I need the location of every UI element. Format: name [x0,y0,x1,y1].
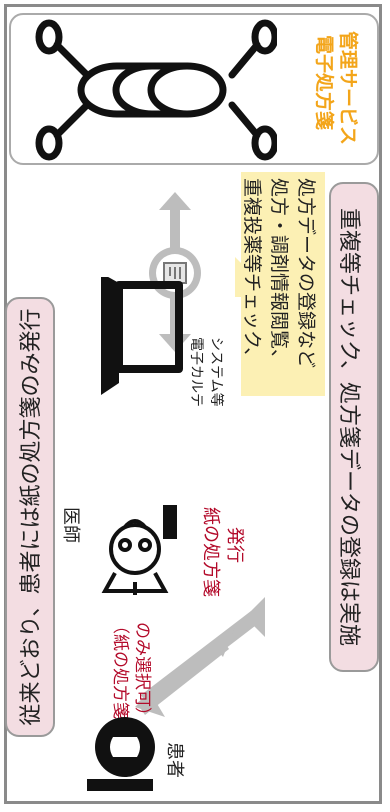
callout-paper-only: 従来どおり、患者には紙の処方箋のみ発行 [5,297,55,737]
service-title-line2: 管理サービス [337,31,359,146]
patient-icon [87,717,155,791]
ehr-label-line1: 電子カルテ [188,337,204,407]
callout-functions-line2: 処方・調剤情報閲覧、 [268,178,290,369]
callout-functions-line3: 処方データの登録など [295,178,317,369]
callout-check-executed-text: 重複等チェック、処方箋データの登録は実施 [336,207,361,647]
laptop-icon [101,277,183,395]
callout-functions-line1: 重複投薬等チェック、 [241,178,263,367]
callout-check-executed: 重複等チェック、処方箋データの登録は実施 [329,182,379,672]
ehr-label-line2: システム等 [208,337,224,407]
service-box: 電子処方箋 管理サービス [9,13,379,165]
paper-issue-line2: 発行 [224,527,245,563]
callout-paper-only-text: 従来どおり、患者には紙の処方箋のみ発行 [19,308,44,726]
diagonal-arrows [135,597,265,717]
paper-issue-line1: 紙の処方箋 [200,507,221,597]
diagram-canvas: 従来どおり、患者には紙の処方箋のみ発行 電子処方箋 [5,7,385,807]
callout-functions: 重複投薬等チェック、 処方・調剤情報閲覧、 処方データの登録など [241,172,325,396]
diagram-frame: 従来どおり、患者には紙の処方箋のみ発行 電子処方箋 [4,4,382,804]
doctor-icon [101,505,177,595]
doctor-label: 医師 [60,507,81,543]
database-network-icon [35,19,277,161]
patient-label: 患者 [164,742,185,778]
service-title-line1: 電子処方箋 [313,35,335,131]
